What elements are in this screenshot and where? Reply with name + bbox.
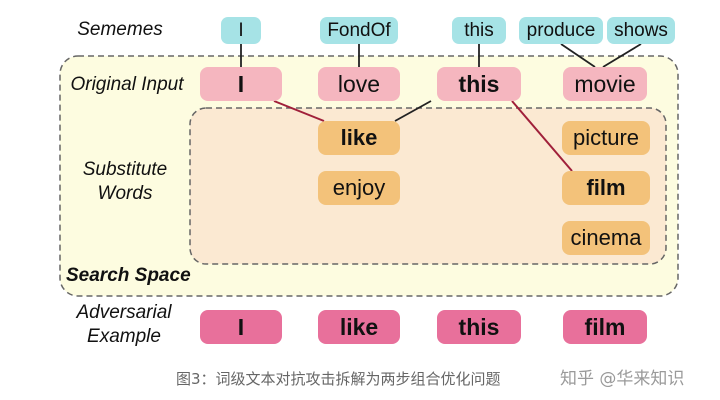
sememe-i: I (221, 17, 261, 44)
sememe-produce: produce (519, 17, 603, 44)
sememes-label: Sememes (77, 19, 163, 40)
adversarial-line-2: Example (87, 326, 161, 347)
substitute-words-area (189, 107, 667, 265)
figure-caption: 图3：词级文本对抗攻击拆解为两步组合优化问题 (176, 370, 501, 388)
adversarial-word-film: film (563, 310, 647, 344)
original-word-love: love (318, 67, 400, 101)
adversarial-word-this: this (437, 310, 521, 344)
original-input-label: Original Input (70, 74, 184, 95)
sememe-shows: shows (607, 17, 675, 44)
search-space-label: Search Space (66, 265, 191, 286)
adversarial-line-1: Adversarial (76, 302, 172, 323)
sememe-this: this (452, 17, 506, 44)
sememe-connectors (240, 43, 642, 122)
substitute-words-line-2: Words (97, 183, 153, 204)
sememe-connector-produce (560, 43, 596, 68)
sememe-connector-like (394, 100, 432, 122)
substitute-cinema: cinema (562, 221, 650, 255)
adversarial-example-label: Adversarial Example (66, 301, 182, 349)
original-word-i: I (200, 67, 282, 101)
substitute-words-line-1: Substitute (82, 159, 168, 180)
sememe-fondof: FondOf (320, 17, 398, 44)
substitute-like: like (318, 121, 400, 155)
link-this-film (511, 100, 573, 172)
substitute-enjoy: enjoy (318, 171, 400, 205)
link-i-like (273, 100, 325, 122)
substitution-links (273, 100, 573, 172)
adversarial-word-i: I (200, 310, 282, 344)
substitute-picture: picture (562, 121, 650, 155)
original-word-movie: movie (563, 67, 647, 101)
original-word-this: this (437, 67, 521, 101)
watermark: 知乎 @华来知识 (560, 369, 685, 389)
substitute-words-label: Substitute Words (70, 158, 180, 206)
sememe-connector-shows (602, 43, 642, 68)
adversarial-word-like: like (318, 310, 400, 344)
substitute-film: film (562, 171, 650, 205)
